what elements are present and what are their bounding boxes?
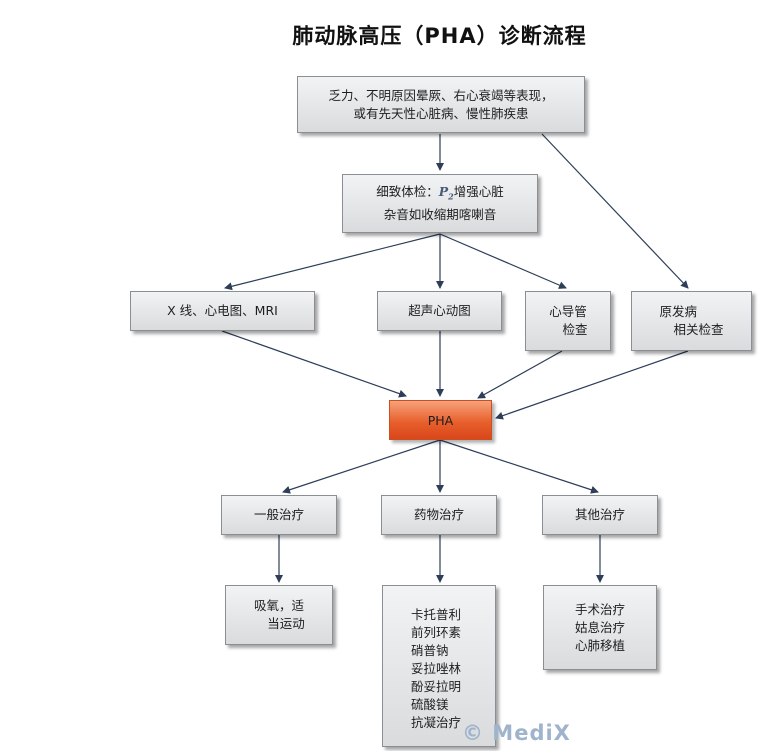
- pha-label: PHA: [427, 412, 454, 428]
- catheter-box: 心导管 检查: [525, 291, 611, 351]
- drug-detail-line-6: 硫酸镁: [411, 697, 449, 712]
- primary-disease-box: 原发病 相关检查: [631, 291, 752, 351]
- general-treatment-label: 一般治疗: [253, 507, 304, 522]
- catheter-line-2: 检查: [562, 322, 588, 337]
- drug-detail-line-3: 硝普钠: [411, 643, 449, 658]
- arrow-exam-cath: [439, 233, 567, 289]
- drug-treatment-label: 药物治疗: [413, 507, 464, 522]
- general-detail-box: 吸氧，适 当运动: [225, 585, 333, 645]
- exam-line-1: 细致体检：P2增强心脏: [376, 183, 504, 206]
- general-detail-line-2: 当运动: [267, 616, 305, 631]
- p2-subscript: 2: [448, 191, 454, 202]
- drug-treatment-box: 药物治疗: [381, 495, 497, 535]
- general-treatment-box: 一般治疗: [221, 495, 337, 535]
- exam-line-2: 杂音如收缩期喀喇音: [383, 206, 497, 222]
- primary-line-2: 相关检查: [673, 322, 724, 337]
- drug-detail-line-5: 酚妥拉明: [411, 679, 462, 694]
- other-detail-line-2: 姑息治疗: [574, 619, 625, 635]
- arrow-exam-xray: [224, 233, 441, 291]
- pha-box: PHA: [389, 400, 492, 440]
- arrow-xray-pha: [221, 330, 407, 398]
- other-detail-line-3: 心肺移植: [574, 637, 625, 653]
- arrow-pha-general: [282, 439, 441, 494]
- exam-suffix: 增强心脏: [453, 184, 504, 200]
- drug-detail-line-1: 卡托普利: [411, 607, 462, 622]
- arrow-primary-pha: [495, 350, 689, 420]
- symptoms-line-1: 乏力、不明原因晕厥、右心衰竭等表现，: [328, 87, 554, 103]
- watermark: © MediX: [462, 721, 571, 745]
- exam-prefix: 细致体检：: [376, 184, 439, 200]
- other-detail-line-1: 手术治疗: [574, 601, 625, 617]
- symptoms-line-2: 或有先天性心脏病、慢性肺疾患: [353, 105, 529, 121]
- other-treatment-box: 其他治疗: [542, 495, 658, 535]
- echocardiogram-box: 超声心动图: [377, 291, 502, 331]
- other-treatment-label: 其他治疗: [574, 507, 625, 522]
- symptoms-box: 乏力、不明原因晕厥、右心衰竭等表现， 或有先天性心脏病、慢性肺疾患: [297, 76, 585, 133]
- arrow-pha-other: [439, 439, 599, 494]
- xray-ecg-mri-box: X 线、心电图、MRI: [130, 291, 315, 331]
- primary-line-1: 原发病: [659, 304, 697, 319]
- physical-exam-box: 细致体检：P2增强心脏 杂音如收缩期喀喇音: [342, 174, 538, 233]
- catheter-line-1: 心导管: [549, 304, 587, 319]
- echocardiogram-label: 超声心动图: [408, 303, 471, 318]
- drug-detail-line-7: 抗凝治疗: [411, 715, 462, 730]
- drug-detail-box: 卡托普利 前列环素 硝普钠 妥拉唑林 酚妥拉明 硫酸镁 抗凝治疗: [382, 585, 496, 747]
- p2-letter: P: [438, 184, 449, 200]
- xray-ecg-mri-label: X 线、心电图、MRI: [167, 303, 278, 318]
- drug-detail-line-2: 前列环素: [411, 625, 462, 640]
- general-detail-line-1: 吸氧，适: [253, 598, 304, 613]
- arrow-symptoms-primary: [541, 133, 689, 289]
- arrow-cath-pha: [477, 350, 563, 399]
- drug-detail-line-4: 妥拉唑林: [411, 661, 462, 676]
- page-title: 肺动脉高压（PHA）诊断流程: [292, 24, 587, 48]
- p2-symbol: P2: [438, 184, 454, 202]
- other-detail-box: 手术治疗 姑息治疗 心肺移植: [543, 585, 657, 670]
